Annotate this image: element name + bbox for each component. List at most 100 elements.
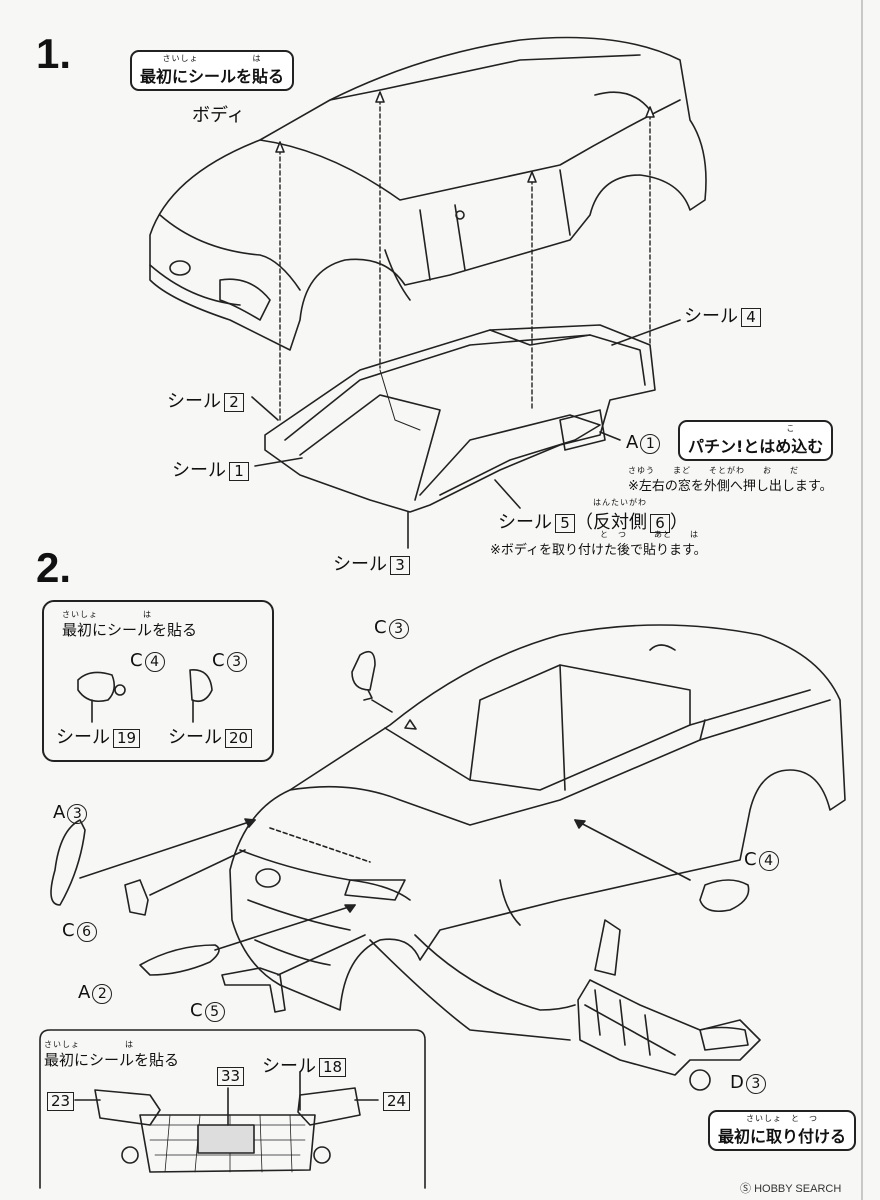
inset-mirror-seals — [42, 600, 274, 762]
seal-label: シール — [333, 554, 387, 575]
seal-24-number: 24 — [380, 1091, 411, 1111]
part-number: 3 — [226, 652, 247, 672]
ruby-text: さいしょ は — [44, 1040, 134, 1049]
part-letter: C — [374, 617, 387, 638]
ruby-text: はんたいがわ — [593, 498, 647, 507]
seal-label: シール — [172, 460, 226, 481]
seal-number: 3 — [390, 556, 410, 575]
part-number: 5 — [204, 1002, 225, 1022]
seal-number: 18 — [319, 1058, 347, 1077]
ruby-text: こ — [786, 424, 796, 433]
pill-text: パチン!とはめ込む — [688, 437, 824, 456]
attach-first-pill: さいしょ と つ 最初に取り付ける — [708, 1110, 857, 1151]
inset-bumper-drawing — [74, 1071, 379, 1173]
part-number: 3 — [67, 804, 88, 824]
seal-label: シール — [167, 391, 221, 412]
watermark-icon: Ⓢ — [740, 1183, 755, 1195]
seal-label: シール — [168, 727, 222, 748]
part-letter: A — [78, 982, 91, 1003]
watermark: Ⓢ HOBBY SEARCH — [740, 1180, 841, 1196]
part-number: 3 — [745, 1074, 766, 1094]
first-apply-seal-pill: さいしょ は 最初にシールを貼る — [130, 50, 295, 91]
pill-text: 最初にシールを貼る — [140, 67, 285, 86]
note-text: ※ボディを取り付けた後で貼ります。 — [490, 543, 707, 558]
body-label: ボディ — [192, 105, 245, 126]
opposite-side: はんたいがわ反対側 — [593, 498, 647, 534]
part-number: 4 — [758, 851, 779, 871]
step-1-number: 1. — [36, 30, 72, 77]
title-text: 最初にシールを貼る — [62, 621, 198, 639]
part-letter: A — [53, 802, 66, 823]
opposite-seal-number: 6 — [650, 514, 670, 533]
car-body-step1 — [149, 36, 707, 351]
part-number: 6 — [76, 922, 97, 942]
part-letter: C — [744, 849, 757, 870]
seal-23-number: 23 — [44, 1091, 75, 1111]
part-letter: D — [730, 1072, 744, 1093]
part-letter: C — [62, 920, 75, 941]
seal-number: 5 — [555, 514, 575, 533]
front-bumper — [577, 919, 761, 1091]
seal-label: シール — [684, 306, 738, 327]
window-part-step1 — [264, 324, 656, 513]
note-push-windows: さゆう まど そとがわ お だ ※左右の窓を外側へ押し出します。 — [628, 466, 833, 494]
watermark-text: HOBBY SEARCH — [754, 1183, 842, 1195]
seal-number: 24 — [383, 1092, 411, 1111]
part-number: 4 — [144, 652, 165, 672]
seal-33-number: 33 — [214, 1066, 245, 1086]
seal-number: 1 — [229, 462, 249, 481]
part-number: 2 — [92, 984, 113, 1004]
part-letter: C — [212, 650, 225, 671]
seal-number: 33 — [217, 1067, 245, 1086]
part-number: 1 — [640, 434, 661, 454]
seal-label: シール — [498, 512, 552, 533]
ruby-text: と つ あと は — [600, 530, 699, 539]
part-letter: A — [626, 432, 639, 453]
ruby-text: さいしょ と つ — [746, 1114, 818, 1123]
inset-mirror-title: さいしょ は 最初にシールを貼る — [62, 610, 197, 640]
snap-in-pill: こ パチン!とはめ込む — [678, 420, 834, 461]
part-letter: C — [130, 650, 143, 671]
ruby-text: さいしょ は — [62, 610, 152, 619]
seal-number: 19 — [113, 729, 141, 748]
step-2-number: 2. — [36, 544, 72, 591]
seal-number: 4 — [741, 308, 761, 327]
car-body-step2 — [229, 624, 846, 1011]
inset-bumper-title: さいしょ は 最初にシールを貼る — [44, 1040, 179, 1070]
pill-text: 最初に取り付ける — [718, 1127, 847, 1146]
paren-close: ） — [670, 512, 688, 533]
seal-number: 23 — [47, 1092, 75, 1111]
seal-label: シール — [262, 1056, 316, 1077]
opposite-text: 反対側 — [593, 512, 647, 533]
seal-number: 2 — [224, 393, 244, 412]
title-text: 最初にシールを貼る — [44, 1051, 180, 1069]
note-text: ※左右の窓を外側へ押し出します。 — [628, 479, 833, 494]
seal-number: 20 — [225, 729, 253, 748]
paren-open: （ — [575, 512, 593, 533]
part-letter: C — [190, 1000, 203, 1021]
ruby-text: さゆう まど そとがわ お だ — [628, 466, 799, 475]
seal-label: シール — [56, 727, 110, 748]
ruby-text: さいしょ は — [162, 54, 262, 63]
note-after-body: と つ あと は ※ボディを取り付けた後で貼ります。 — [490, 530, 707, 558]
